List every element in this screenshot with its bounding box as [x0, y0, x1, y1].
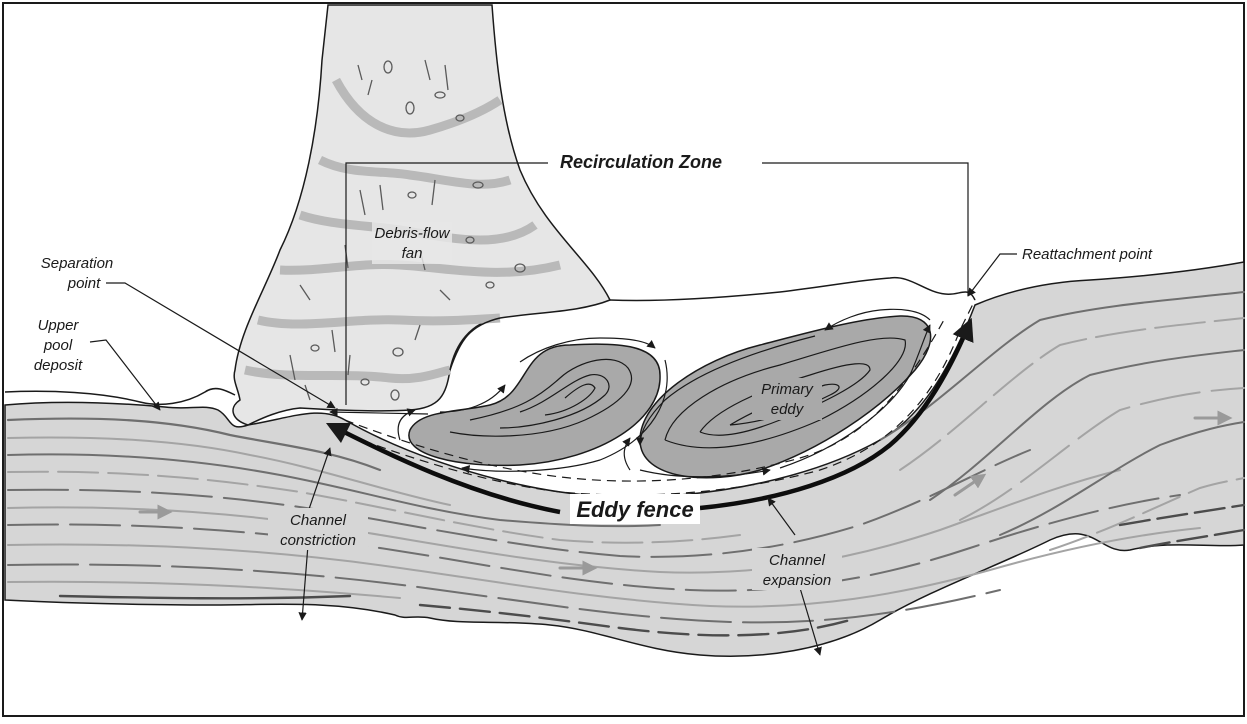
channel-expansion-line-2: expansion [763, 572, 831, 589]
upper-pool-deposit-line-1: Upper [38, 317, 80, 334]
channel-constriction-line-2: constriction [280, 532, 356, 549]
eddy-fence-label: Eddy fence [570, 494, 700, 524]
reattachment-point-label: Reattachment point [1022, 246, 1153, 263]
channel-expansion-line-1: Channel [769, 552, 826, 569]
primary-eddy-line-2: eddy [771, 401, 805, 418]
primary-eddy-label: Primary eddy [752, 378, 822, 420]
channel-expansion-label: Channel expansion [752, 548, 842, 590]
separation-point-line-2: point [67, 275, 101, 292]
separation-point-line-1: Separation [41, 255, 114, 272]
recirculation-zone-label: Recirculation Zone [560, 152, 722, 172]
channel-constriction-label: Channel constriction [268, 508, 368, 550]
eddy-fence-text: Eddy fence [576, 497, 693, 522]
debris-flow-fan-label: Debris-flow fan [372, 222, 452, 264]
debris-flow-fan-line-2: fan [402, 245, 423, 262]
upper-pool-deposit-line-3: deposit [34, 357, 83, 374]
debris-flow-fan-line-1: Debris-flow [374, 225, 450, 242]
upper-pool-deposit-line-2: pool [43, 337, 73, 354]
channel-constriction-line-1: Channel [290, 512, 347, 529]
primary-eddy-line-1: Primary [761, 381, 814, 398]
